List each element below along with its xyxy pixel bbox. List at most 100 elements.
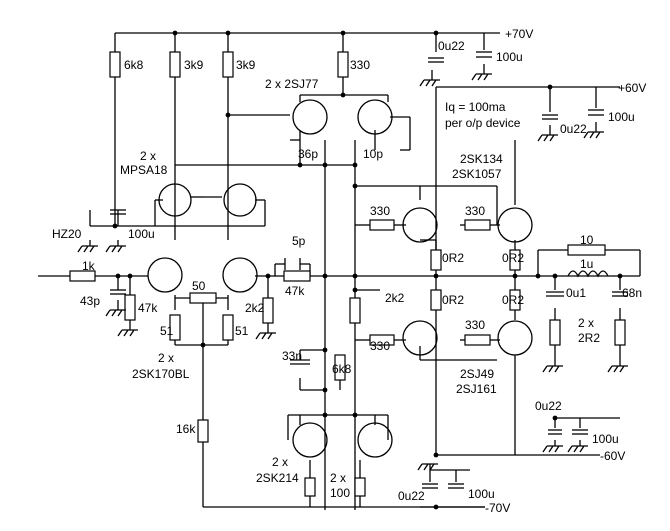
label-36p: 36p — [298, 147, 318, 161]
label-2x-2r2: 2 x — [578, 316, 594, 330]
resistor-0r2-3 — [509, 249, 521, 271]
resistor-16k — [197, 419, 209, 443]
label-rail-minus60: -60V — [600, 449, 625, 463]
trimmer-50 — [189, 292, 217, 304]
label-3k9-left: 3k9 — [184, 58, 204, 72]
resistor-2k2-fb — [262, 297, 274, 324]
label-5p: 5p — [292, 234, 306, 248]
label-0r2-4: 0R2 — [502, 293, 524, 307]
label-330-drv-bot: 330 — [370, 339, 390, 353]
label-0u22-top: 0u22 — [438, 39, 465, 53]
label-hz20: HZ20 — [52, 227, 82, 241]
resistors — [69, 51, 626, 497]
jfet-left — [147, 257, 183, 293]
label-iq: Iq = 100ma — [445, 100, 506, 114]
mosfet-sk214-right — [357, 422, 393, 458]
wiring — [38, 32, 641, 510]
label-100u-minus60: 100u — [592, 432, 619, 446]
label-2k2-fb: 2k2 — [245, 301, 265, 315]
label-330-out-top: 330 — [465, 204, 485, 218]
mosfet-driver-top — [402, 207, 438, 243]
label-51-right: 51 — [235, 324, 249, 338]
label-2r2: 2R2 — [578, 331, 600, 345]
label-2x-sk214: 2 x — [272, 455, 288, 469]
label-16k: 16k — [176, 422, 196, 436]
label-330-drv-top: 330 — [370, 204, 390, 218]
label-43p: 43p — [80, 294, 100, 308]
resistor-100-b — [354, 477, 366, 497]
label-2sk1057: 2SK1057 — [452, 167, 502, 181]
labels: +70V +60V -60V -70V 6k8 3k9 3k9 330 2 x … — [52, 27, 646, 515]
resistor-330-out-top — [464, 219, 491, 231]
mosfet-sk214-left — [292, 422, 328, 458]
resistor-330-top — [337, 51, 349, 78]
capacitors — [110, 51, 628, 489]
label-rail-plus70: +70V — [505, 27, 533, 41]
mosfet-sj77-right — [357, 99, 393, 135]
label-100u-plus60: 100u — [608, 110, 635, 124]
label-0r2-2: 0R2 — [442, 293, 464, 307]
label-100u-bottom: 100u — [468, 487, 495, 501]
mosfet-sj77-left — [292, 99, 328, 135]
resistor-330-drv-top — [369, 219, 395, 231]
resistor-330-drv-bot — [369, 334, 395, 346]
label-100u-zener: 100u — [128, 227, 155, 241]
label-2sk214: 2SK214 — [256, 471, 299, 485]
resistor-47k-fb — [283, 270, 311, 282]
label-2x-mpsa: 2 x — [140, 149, 156, 163]
label-1u: 1u — [580, 257, 593, 271]
resistor-10 — [567, 244, 606, 256]
resistor-330-out-bot — [464, 334, 491, 346]
label-rail-plus60: +60V — [618, 81, 646, 95]
label-2sj49: 2SJ49 — [460, 367, 494, 381]
resistor-47k-input — [124, 294, 136, 321]
label-2x-100: 2 x — [330, 471, 346, 485]
label-mpsa18: MPSA18 — [120, 163, 168, 177]
label-0u22-bottom: 0u22 — [398, 489, 425, 503]
label-2sj77: 2 x 2SJ77 — [265, 77, 319, 91]
label-6k8-top: 6k8 — [124, 58, 144, 72]
inductor-1u — [567, 270, 609, 278]
resistor-100-a — [304, 477, 316, 497]
label-6k8-mid: 6k8 — [332, 362, 352, 376]
label-iq-2: per o/p device — [445, 116, 521, 130]
transistors — [147, 99, 533, 458]
npn-transistor-left — [158, 183, 192, 217]
mosfet-driver-bottom — [402, 320, 438, 356]
label-2sk170bl: 2SK170BL — [132, 367, 190, 381]
label-10: 10 — [580, 233, 594, 247]
label-0u1: 0u1 — [566, 286, 586, 300]
label-50: 50 — [192, 279, 206, 293]
resistor-2r2-a — [549, 319, 561, 346]
label-0r2-3: 0R2 — [502, 251, 524, 265]
resistor-6k8-top — [109, 51, 121, 78]
npn-transistor-right — [223, 183, 257, 217]
label-330-out-bot: 330 — [465, 318, 485, 332]
label-10p: 10p — [363, 147, 383, 161]
resistor-0r2-1 — [430, 249, 442, 271]
label-47k-fb: 47k — [285, 284, 305, 298]
label-68n: 68n — [622, 286, 642, 300]
label-1k: 1k — [82, 259, 96, 273]
label-2sj161: 2SJ161 — [456, 382, 497, 396]
label-2x-sk170: 2 x — [158, 351, 174, 365]
resistor-51-right — [222, 314, 234, 341]
label-2k2-trim: 2k2 — [385, 291, 405, 305]
resistor-6k8-mid — [334, 354, 346, 381]
resistor-51-left — [169, 314, 181, 341]
label-0r2-1: 0R2 — [442, 251, 464, 265]
label-330-top: 330 — [350, 58, 370, 72]
mosfet-output-top — [497, 207, 533, 243]
mosfet-output-bottom — [497, 320, 533, 356]
label-rail-minus70: -70V — [485, 501, 510, 515]
label-100: 100 — [330, 486, 350, 500]
label-0u22-plus60: 0u22 — [560, 122, 587, 136]
resistor-0r2-4 — [509, 289, 521, 311]
junction-dots — [112, 30, 623, 510]
resistor-3k9-right — [222, 51, 234, 78]
resistor-3k9-left — [169, 51, 181, 78]
resistor-0r2-2 — [430, 289, 442, 311]
label-47k: 47k — [138, 301, 158, 315]
label-3k9-right: 3k9 — [236, 58, 256, 72]
